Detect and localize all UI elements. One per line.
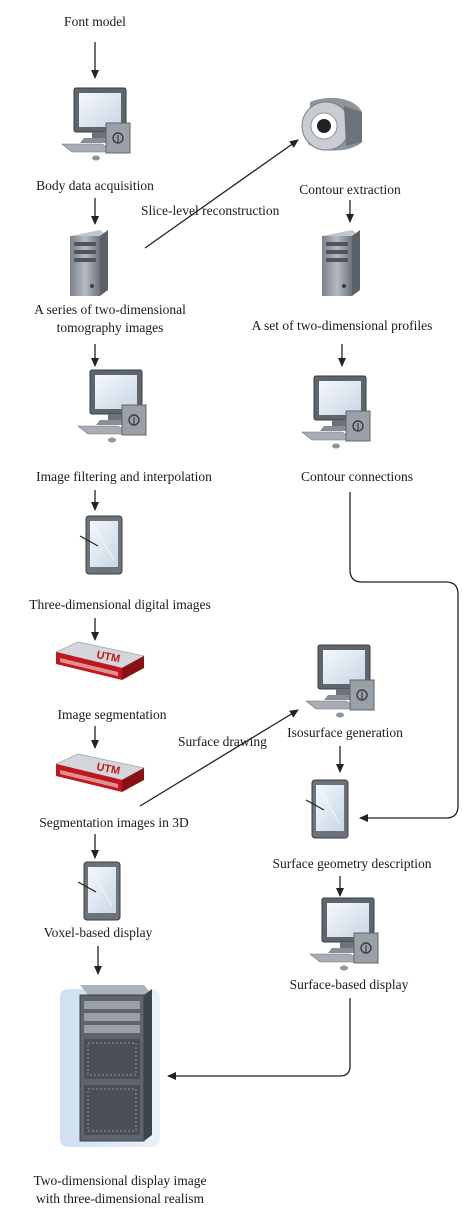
node-final-line2: with three-dimensional realism bbox=[36, 1191, 204, 1206]
arrow-connections-to-geometry bbox=[349, 492, 459, 822]
tablet-icon bbox=[305, 779, 349, 839]
workstation-icon bbox=[77, 369, 147, 443]
node-image-segmentation: Image segmentation bbox=[57, 707, 167, 722]
arrow-slice-level-reconstruction bbox=[144, 139, 299, 249]
workstation-icon bbox=[301, 375, 371, 449]
node-3d-digital-images: Three-dimensional digital images bbox=[29, 597, 211, 612]
server-icon bbox=[70, 230, 108, 296]
utm-appliance-icon: UTM bbox=[55, 641, 145, 680]
arrow-surface-display-to-final bbox=[167, 998, 351, 1080]
server-rack-icon bbox=[60, 985, 160, 1147]
node-surface-display: Surface-based display bbox=[289, 977, 409, 992]
tablet-icon bbox=[77, 861, 121, 921]
node-2d-profiles: A set of two-dimensional profiles bbox=[251, 318, 433, 333]
node-surface-geometry: Surface geometry description bbox=[272, 856, 432, 871]
node-voxel-display: Voxel-based display bbox=[43, 925, 153, 940]
node-tomography-line1: A series of two-dimensional bbox=[34, 302, 186, 317]
node-image-filtering: Image filtering and interpolation bbox=[36, 469, 212, 484]
utm-logo-text: UTM bbox=[95, 649, 121, 665]
arrow-surface-drawing bbox=[139, 709, 299, 807]
node-segmentation-3d: Segmentation images in 3D bbox=[39, 815, 189, 830]
workstation-icon bbox=[61, 87, 131, 161]
node-isosurface-generation: Isosurface generation bbox=[287, 725, 403, 740]
edge-label-slice-level: Slice-level reconstruction bbox=[141, 203, 280, 218]
node-tomography-line2: tomography images bbox=[56, 320, 164, 335]
server-icon bbox=[322, 230, 360, 296]
node-contour-extraction: Contour extraction bbox=[299, 182, 401, 197]
edge-label-surface-drawing: Surface drawing bbox=[178, 734, 267, 749]
node-body-data-acquisition: Body data acquisition bbox=[36, 178, 154, 193]
utm-logo-text: UTM bbox=[95, 761, 121, 777]
workstation-icon bbox=[305, 644, 375, 718]
workstation-icon bbox=[309, 897, 379, 971]
tablet-icon bbox=[79, 515, 123, 575]
camera-icon bbox=[301, 97, 362, 151]
node-contour-connections: Contour connections bbox=[300, 469, 414, 484]
node-final-line1: Two-dimensional display image bbox=[33, 1173, 207, 1188]
utm-appliance-icon: UTM bbox=[55, 753, 145, 792]
node-font-model: Font model bbox=[64, 14, 126, 29]
